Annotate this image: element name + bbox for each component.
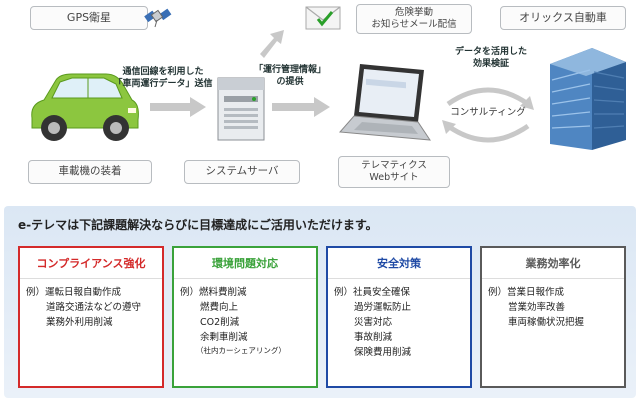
- car-icon: [31, 73, 139, 141]
- web-caption-line-1: テレマティクス: [361, 160, 427, 172]
- card-compliance: コンプライアンス強化 例）運転日報自動作成 道路交通法などの遵守 業務外利用削減: [18, 246, 164, 388]
- card-environment-body: 例）燃料費削減 燃費向上 CO2削減 余剰車削減 （社内カーシェアリング）: [174, 279, 316, 362]
- send-data-note: 通信回線を利用した 「車両運行データ」送信: [108, 66, 218, 90]
- alert-line-1: 危険挙動: [394, 7, 433, 19]
- verify-note: データを活用した 効果検証: [446, 46, 536, 70]
- gps-satellite-text: GPS衛星: [66, 11, 112, 25]
- card-efficiency: 業務効率化 例）営業日報作成 営業効率改善 車両稼働状況把握: [480, 246, 626, 388]
- card-environment: 環境問題対応 例）燃料費削減 燃費向上 CO2削減 余剰車削減 （社内カーシェア…: [172, 246, 318, 388]
- list-item: 例）営業日報作成: [488, 287, 565, 298]
- arrow-server-to-laptop: [272, 97, 330, 117]
- panel-title: e-テレマは下記課題解決ならびに目標達成にご活用いただけます。: [18, 218, 378, 232]
- alert-line-2: お知らせメール配信: [371, 19, 457, 30]
- list-item: 例）運転日報自動作成: [26, 287, 122, 298]
- web-caption: テレマティクス Webサイト: [338, 156, 450, 188]
- list-item: 保険費用削減: [354, 347, 412, 358]
- verify-note-line-2: 効果検証: [472, 59, 509, 70]
- list-item: 営業効率改善: [508, 302, 566, 313]
- car-caption-text: 車載機の装着: [58, 165, 122, 178]
- list-item: 例）社員安全確保: [334, 287, 411, 298]
- verify-note-line-1: データを活用した: [454, 47, 527, 57]
- list-item: 業務外利用削減: [46, 317, 113, 328]
- card-safety: 安全対策 例）社員安全確保 過労運転防止 災害対応 事故削減 保険費用削減: [326, 246, 472, 388]
- mail-icon: [305, 6, 341, 30]
- cycle-arrows-icon: [442, 87, 534, 143]
- list-item: 過労運転防止: [354, 302, 412, 313]
- list-item: 事故削減: [354, 332, 393, 343]
- consulting-text: コンサルティング: [450, 107, 526, 118]
- list-item: CO2削減: [200, 317, 240, 328]
- send-note-line-2: 「車両運行データ」送信: [113, 79, 213, 90]
- arrow-to-mail: [260, 30, 284, 58]
- web-caption-line-2: Webサイト: [369, 172, 419, 183]
- card-compliance-title: コンプライアンス強化: [20, 248, 162, 279]
- card-safety-title: 安全対策: [328, 248, 470, 279]
- satellite-icon: [144, 8, 172, 28]
- list-item: 道路交通法などの遵守: [46, 302, 142, 313]
- list-item: 余剰車削減: [200, 332, 248, 343]
- car-caption: 車載機の装着: [28, 160, 152, 184]
- gps-satellite-label: GPS衛星: [30, 6, 148, 30]
- consulting-label: コンサルティング: [438, 104, 538, 118]
- card-compliance-body: 例）運転日報自動作成 道路交通法などの遵守 業務外利用削減: [20, 279, 162, 336]
- server-caption-text: システムサーバ: [205, 165, 279, 178]
- list-item: （社内カーシェアリング）: [196, 346, 286, 355]
- server-caption: システムサーバ: [184, 160, 300, 184]
- card-environment-title: 環境問題対応: [174, 248, 316, 279]
- list-item: 例）燃料費削減: [180, 287, 247, 298]
- alert-mail-label: 危険挙動 お知らせメール配信: [356, 4, 472, 34]
- card-efficiency-title: 業務効率化: [482, 248, 624, 279]
- list-item: 災害対応: [354, 317, 393, 328]
- card-efficiency-body: 例）営業日報作成 営業効率改善 車両稼働状況把握: [482, 279, 624, 336]
- info-note-line-1: 「運行管理情報」: [253, 65, 326, 75]
- orix-text: オリックス自動車: [519, 11, 607, 25]
- send-note-line-1: 通信回線を利用した: [122, 67, 204, 77]
- building-icon: [550, 48, 626, 150]
- arrow-car-to-server: [150, 97, 206, 117]
- card-safety-body: 例）社員安全確保 過労運転防止 災害対応 事故削減 保険費用削減: [328, 279, 470, 366]
- use-cases-panel: e-テレマは下記課題解決ならびに目標達成にご活用いただけます。 コンプライアンス…: [4, 206, 636, 398]
- list-item: 車両稼働状況把握: [508, 317, 585, 328]
- laptop-icon: [338, 64, 431, 141]
- info-note-line-2: の提供: [276, 77, 304, 88]
- info-provision-note: 「運行管理情報」 の提供: [250, 64, 330, 88]
- list-item: 燃費向上: [200, 302, 239, 313]
- server-icon: [217, 77, 265, 141]
- orix-label: オリックス自動車: [500, 6, 626, 30]
